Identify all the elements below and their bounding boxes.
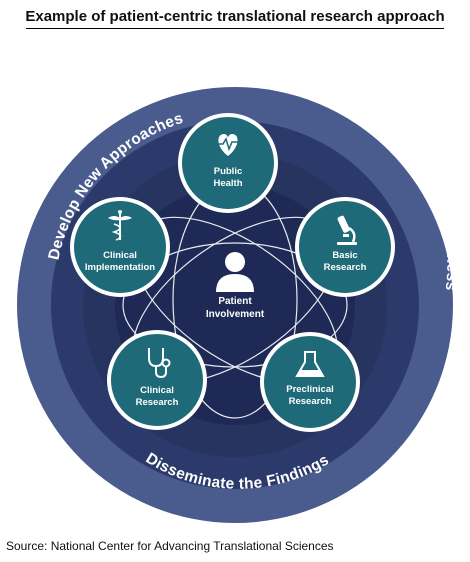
node-preclinical-research-line1: Preclinical <box>286 384 334 395</box>
heart-pulse-icon <box>218 134 238 156</box>
microscope-icon <box>337 215 357 245</box>
node-basic-research[interactable]: Basic Research <box>295 197 395 297</box>
stethoscope-icon <box>148 348 171 379</box>
node-basic-research-line2: Research <box>324 262 367 273</box>
center-label-line1: Patient <box>218 296 252 307</box>
node-basic-research-line1: Basic <box>332 250 357 261</box>
node-clinical-research-line2: Research <box>136 397 179 408</box>
node-clinical-implementation[interactable]: Clinical Implementation <box>70 197 170 297</box>
diagram-title: Example of patient-centric translational… <box>25 8 445 25</box>
node-public-health[interactable]: Public Health <box>178 113 278 213</box>
caduceus-icon <box>108 210 132 241</box>
center-label-line2: Involvement <box>206 309 265 320</box>
node-preclinical-research-line2: Research <box>289 396 332 407</box>
node-clinical-research[interactable]: Clinical Research <box>107 330 207 430</box>
node-public-health-line2: Health <box>213 178 242 189</box>
center-patient-involvement: Patient Involvement <box>206 252 265 320</box>
source-note: Source: National Center for Advancing Tr… <box>6 539 334 553</box>
flask-icon <box>295 351 325 377</box>
node-clinical-research-line1: Clinical <box>140 385 174 396</box>
title-underline <box>26 28 444 29</box>
node-public-health-line1: Public <box>214 166 243 177</box>
node-clinical-implementation-line1: Clinical <box>103 250 137 261</box>
person-icon <box>216 252 254 292</box>
node-preclinical-research[interactable]: Preclinical Research <box>260 332 360 432</box>
node-clinical-implementation-line2: Implementation <box>85 262 155 273</box>
